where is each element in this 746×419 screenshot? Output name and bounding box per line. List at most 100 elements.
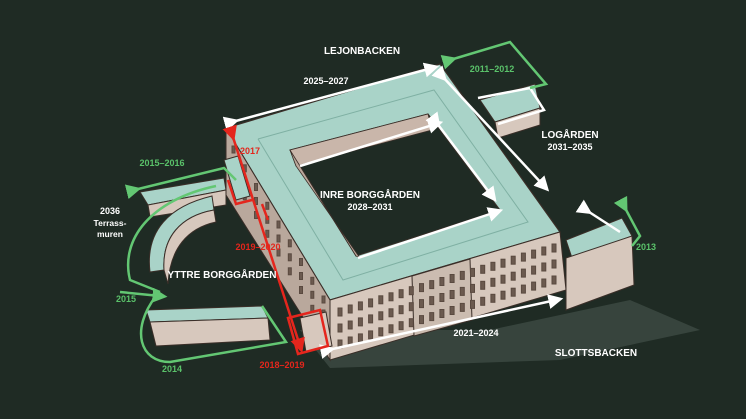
facade-window	[531, 249, 537, 259]
label-inre-years: 2028–2031	[347, 202, 392, 212]
facade-window	[347, 304, 353, 314]
facade-window	[439, 309, 445, 318]
facade-window	[470, 283, 475, 293]
facade-window	[357, 301, 363, 311]
facade-window	[429, 280, 435, 290]
white-phase-lines	[222, 62, 621, 359]
facade-window	[449, 290, 455, 299]
labels: LEJONBACKEN 2025–2027 2011–2012 LOGÅRDEN…	[94, 46, 656, 374]
arrow-inner-east	[425, 111, 497, 202]
facade-window	[299, 286, 303, 294]
facade-window	[510, 271, 516, 281]
arrow-2021-2024	[319, 294, 564, 359]
line-2017	[226, 179, 253, 206]
label-2021-2024: 2021–2024	[453, 328, 498, 338]
label-2014: 2014	[162, 364, 182, 374]
outline-2013	[613, 195, 642, 247]
facade-window	[490, 277, 496, 287]
facade-window	[299, 272, 303, 280]
facade-window	[541, 246, 547, 256]
label-2019-2020: 2019–2020	[235, 242, 280, 252]
facade-window	[490, 261, 496, 271]
arrow-logarden-lower	[575, 199, 621, 234]
facade-window	[520, 252, 526, 262]
arrow-2025-2027	[222, 62, 440, 132]
facade-window	[368, 314, 374, 324]
facade-window	[459, 302, 465, 312]
facade-window	[520, 284, 526, 294]
label-2013: 2013	[636, 242, 656, 252]
facade-window	[408, 302, 414, 312]
facade-window	[419, 299, 424, 309]
facade-window	[439, 293, 445, 302]
facade-window	[398, 321, 404, 331]
outline-2011-2012	[440, 40, 549, 90]
label-slottsbacken: SLOTTSBACKEN	[555, 348, 637, 359]
facade-window	[531, 281, 537, 291]
facade-window	[398, 305, 404, 315]
facade-window	[347, 320, 353, 330]
label-2036: 2036	[100, 206, 120, 216]
facade-window	[500, 274, 506, 284]
facade-window	[299, 258, 303, 266]
label-2015-2016: 2015–2016	[139, 158, 184, 168]
facade-window	[459, 270, 465, 280]
facade-window	[551, 275, 557, 285]
facade-window	[541, 278, 547, 288]
facade-window	[287, 267, 292, 276]
facade-window	[388, 324, 394, 334]
label-yttre-borggarden: YTTRE BORGGÅRDEN	[168, 268, 277, 281]
facade-window	[388, 308, 394, 318]
facade-window	[480, 296, 486, 306]
facade-window	[480, 264, 486, 274]
facade-window	[378, 311, 384, 321]
outline-2036	[126, 184, 217, 294]
facade-window	[470, 267, 475, 277]
line-2019-2020	[222, 124, 305, 354]
facade-window	[287, 239, 292, 248]
facade-window	[378, 295, 384, 305]
facade-window	[480, 280, 486, 290]
label-2025-2027: 2025–2027	[303, 76, 348, 86]
facade-window	[429, 312, 435, 322]
facade-window	[510, 287, 516, 297]
label-lejonbacken: LEJONBACKEN	[324, 46, 400, 57]
facade-window	[541, 262, 547, 272]
facade-window	[368, 330, 374, 340]
facade-window	[408, 286, 414, 296]
outline-2014	[139, 295, 289, 364]
facade-window	[337, 323, 343, 333]
facade-window	[310, 276, 315, 285]
facade-window	[419, 315, 424, 325]
box-2018-2019	[286, 308, 330, 356]
facade-window	[265, 229, 270, 238]
facade-window	[459, 286, 465, 296]
label-2017: 2017	[240, 146, 260, 156]
facade-window	[551, 259, 557, 269]
arrow-2015	[119, 287, 168, 303]
facade-window	[500, 290, 506, 300]
facade-window	[510, 255, 516, 265]
red-phase-lines	[222, 124, 330, 356]
facade-window	[439, 277, 445, 286]
facade-window	[551, 243, 557, 253]
facade-window	[276, 220, 281, 229]
facade-window	[419, 283, 424, 293]
label-2018-2019: 2018–2019	[259, 360, 304, 370]
facade-window	[368, 298, 374, 308]
label-logarden: LOGÅRDEN	[541, 128, 598, 141]
facade-window	[490, 293, 496, 303]
facade-window	[231, 145, 236, 154]
facade-window	[470, 299, 475, 309]
facade-window	[520, 268, 526, 278]
facade-window	[531, 265, 537, 275]
facade-window	[287, 253, 292, 262]
label-2011-2012: 2011–2012	[470, 64, 515, 74]
facade-window	[449, 306, 455, 315]
facade-window	[388, 292, 394, 302]
facade-window	[408, 318, 414, 328]
arrow-inner-south	[357, 207, 504, 260]
facade-window	[449, 274, 455, 283]
label-inre-borggarden: INRE BORGGÅRDEN	[320, 188, 420, 201]
